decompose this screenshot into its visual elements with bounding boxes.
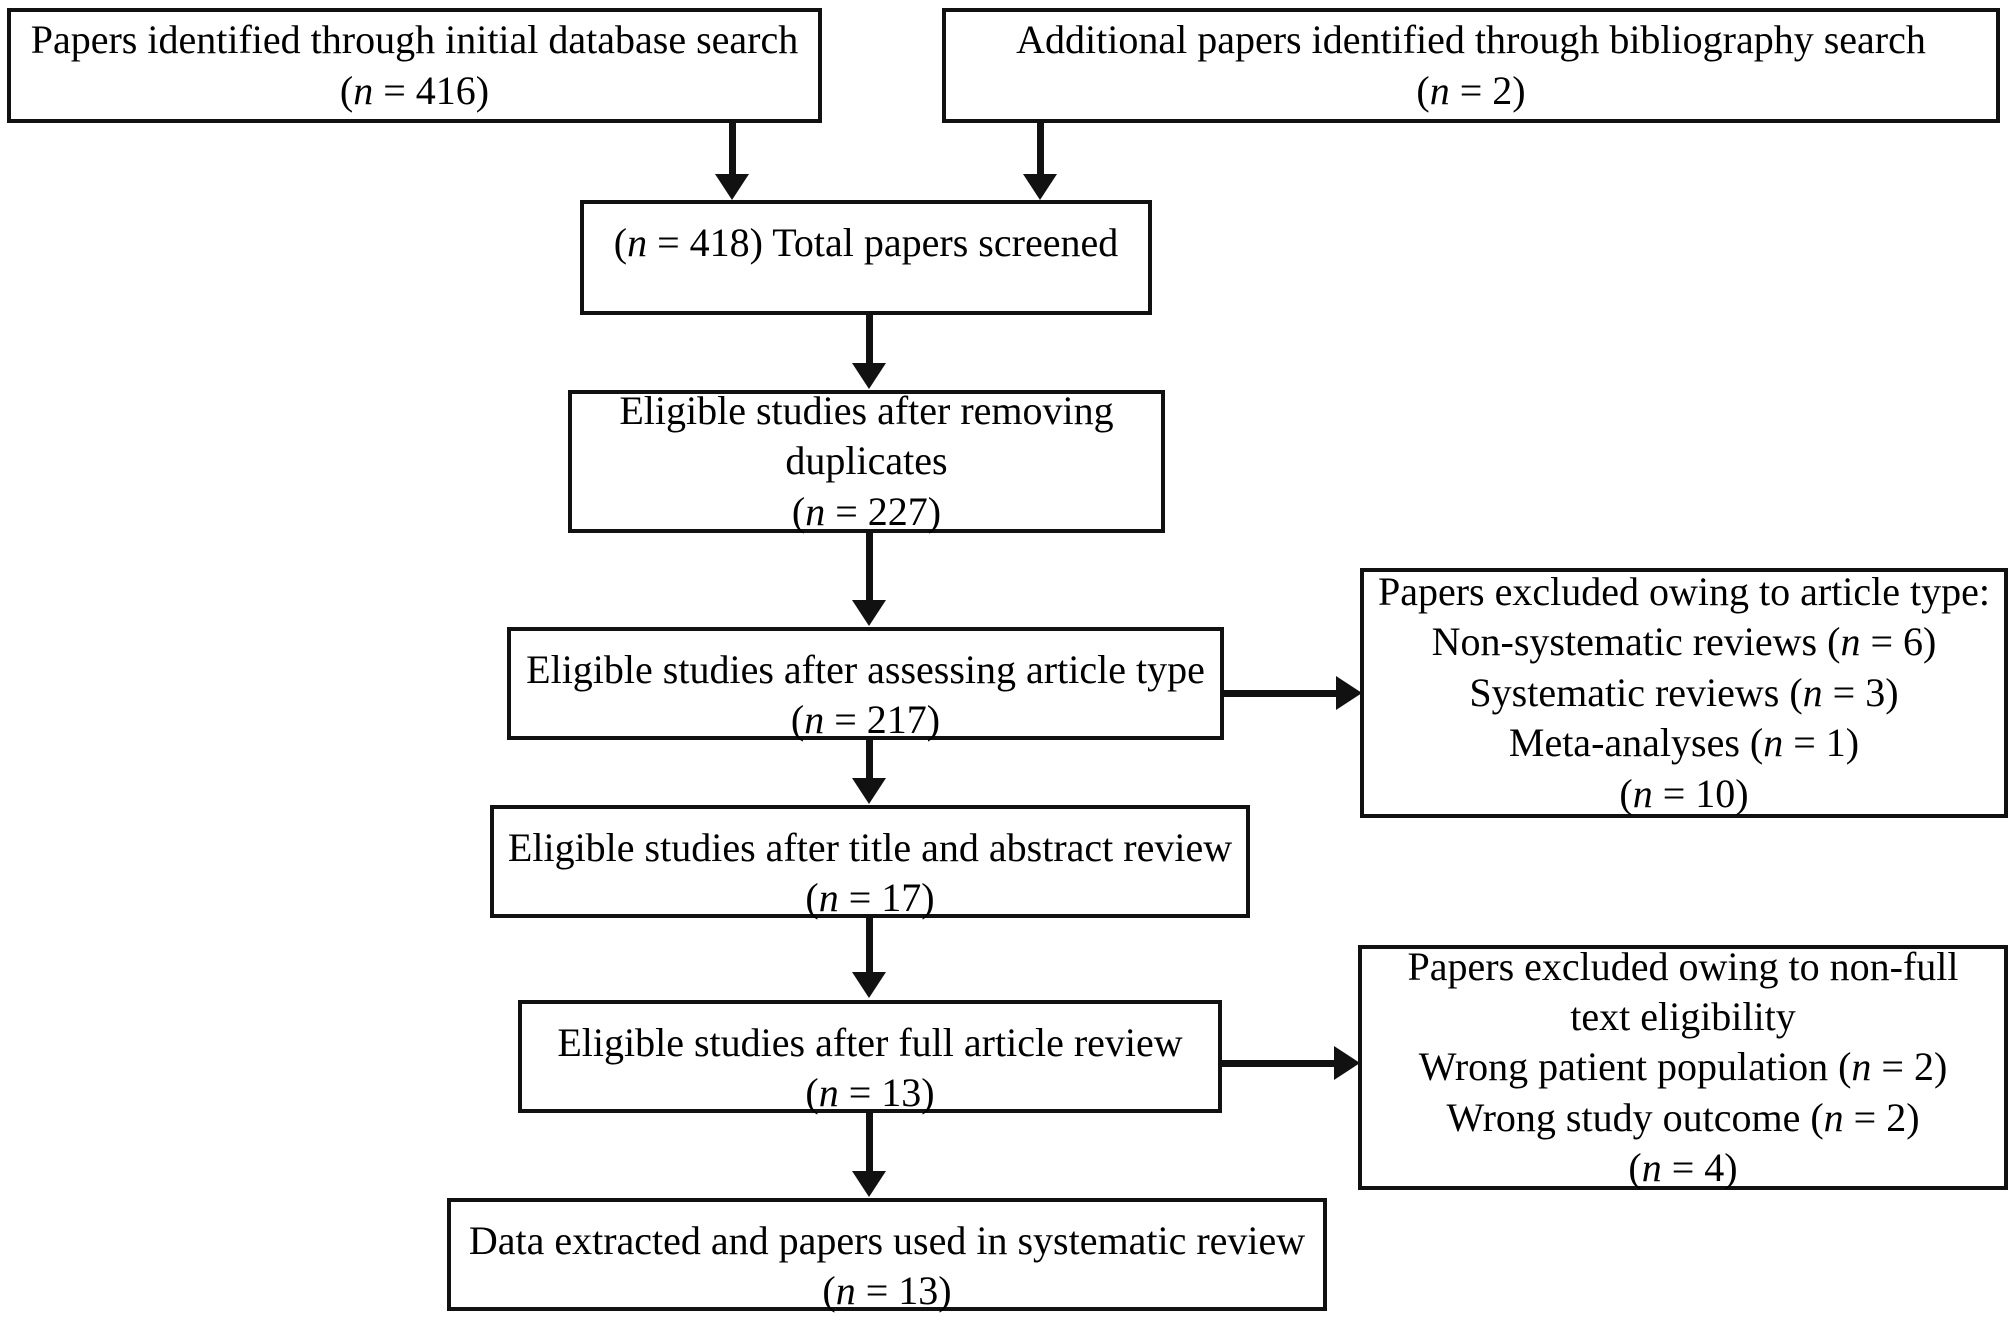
n-symbol: n	[353, 67, 374, 113]
box-line: Eligible studies after full article revi…	[557, 1020, 1183, 1065]
box-line: Eligible studies after assessing article…	[526, 647, 1205, 692]
box-line: (n = 10)	[1619, 770, 1749, 816]
connector-line-article-type-to-excluded	[1224, 690, 1340, 697]
n-symbol: n	[1429, 67, 1450, 113]
n-symbol: n	[1823, 1094, 1844, 1140]
n-symbol: n	[1802, 669, 1823, 715]
box-line: Eligible studies after removing	[619, 387, 1114, 433]
box-text: Additional papers identified through bib…	[956, 15, 1986, 116]
connector-line-article-type-to-title-abstract	[866, 740, 873, 780]
box-identified-database: Papers identified through initial databa…	[7, 8, 822, 123]
arrow-head-bibliography-to-screened	[1023, 174, 1057, 200]
box-data-extracted-included: Data extracted and papers used in system…	[447, 1198, 1327, 1313]
n-symbol: n	[1763, 720, 1784, 766]
connector-line-screened-to-duplicates	[866, 315, 873, 365]
arrow-head-article-type-to-title-abstract	[852, 778, 886, 804]
n-symbol: n	[818, 875, 839, 921]
n-symbol: n	[804, 697, 825, 743]
connector-line-duplicates-to-article-type	[866, 533, 873, 601]
box-text: Eligible studies after full article revi…	[532, 1018, 1208, 1119]
connector-line-full-article-to-data-extracted	[866, 1113, 873, 1173]
box-line: Meta-analyses (n = 1)	[1508, 720, 1860, 766]
box-line: (n = 13)	[822, 1268, 952, 1314]
box-after-full-article-review: Eligible studies after full article revi…	[518, 1000, 1222, 1115]
box-total-screened: (n = 418) Total papers screened	[580, 200, 1152, 315]
box-after-title-abstract-review: Eligible studies after title and abstrac…	[490, 805, 1250, 920]
box-line: (n = 418) Total papers screened	[613, 220, 1119, 265]
connector-line-full-article-to-excluded	[1222, 1060, 1338, 1067]
connector-line-title-abstract-to-full-article	[866, 918, 873, 974]
box-text: Papers identified through initial databa…	[21, 15, 808, 116]
arrow-head-full-article-to-excluded	[1334, 1046, 1360, 1080]
box-line: (n = 17)	[805, 875, 935, 921]
box-line: Papers excluded owing to non-full	[1407, 943, 1959, 989]
box-line: Wrong study outcome (n = 2)	[1446, 1094, 1920, 1140]
box-identified-bibliography: Additional papers identified through bib…	[942, 8, 2000, 123]
n-symbol: n	[627, 220, 648, 265]
box-line: Papers excluded owing to article type:	[1377, 569, 1991, 615]
n-symbol: n	[1632, 770, 1653, 816]
box-line: Eligible studies after title and abstrac…	[507, 825, 1233, 870]
box-text: (n = 418) Total papers screened	[594, 218, 1138, 268]
arrow-head-duplicates-to-article-type	[852, 600, 886, 626]
n-symbol: n	[1840, 619, 1861, 665]
arrow-head-database-to-screened	[715, 174, 749, 200]
arrow-head-screened-to-duplicates	[852, 363, 886, 389]
box-text: Eligible studies after assessing article…	[521, 645, 1210, 746]
connector-line-database-to-screened	[729, 123, 736, 175]
box-line: (n = 416)	[339, 67, 490, 113]
box-line: (n = 2)	[1416, 67, 1526, 113]
n-symbol: n	[835, 1268, 856, 1314]
box-after-assessing-article-type: Eligible studies after assessing article…	[507, 627, 1224, 742]
box-line: (n = 217)	[790, 697, 941, 743]
arrow-head-title-abstract-to-full-article	[852, 972, 886, 998]
n-symbol: n	[1641, 1145, 1662, 1191]
n-symbol: n	[818, 1070, 839, 1116]
box-line: Data extracted and papers used in system…	[468, 1218, 1306, 1263]
box-line: (n = 4)	[1628, 1145, 1738, 1191]
box-line: Systematic reviews (n = 3)	[1469, 669, 1899, 715]
box-after-removing-duplicates: Eligible studies after removing duplicate…	[568, 388, 1165, 534]
box-text: Papers excluded owing to article type:No…	[1374, 567, 1994, 819]
box-text: Data extracted and papers used in system…	[461, 1216, 1313, 1317]
arrow-head-full-article-to-data-extracted	[852, 1171, 886, 1197]
arrow-head-article-type-to-excluded	[1336, 676, 1362, 710]
box-text: Eligible studies after title and abstrac…	[504, 823, 1236, 924]
box-line: Non-systematic reviews (n = 6)	[1431, 619, 1937, 665]
connector-line-bibliography-to-screened	[1037, 123, 1044, 175]
box-excluded-article-type: Papers excluded owing to article type:No…	[1360, 568, 2008, 818]
box-line: (n = 227)	[791, 488, 942, 534]
box-line: (n = 13)	[805, 1070, 935, 1116]
box-line: text eligibility	[1570, 993, 1796, 1039]
box-text: Eligible studies after removing duplicate…	[582, 386, 1151, 537]
box-line: duplicates	[785, 438, 948, 484]
n-symbol: n	[805, 488, 826, 534]
box-line: Wrong patient population (n = 2)	[1418, 1044, 1948, 1090]
n-symbol: n	[1851, 1044, 1872, 1090]
box-line: Additional papers identified through bib…	[1016, 17, 1926, 63]
box-line: Papers identified through initial databa…	[30, 17, 799, 63]
